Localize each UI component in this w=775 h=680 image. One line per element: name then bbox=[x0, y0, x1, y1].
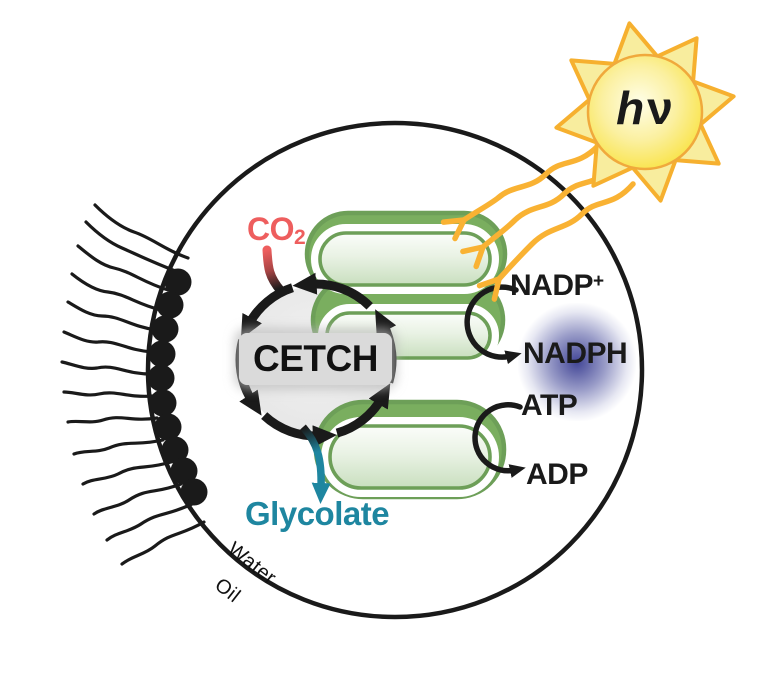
glycolate-output-arrow bbox=[300, 424, 331, 504]
nadph-label: NADPH bbox=[523, 337, 628, 370]
thylakoid-bottom bbox=[313, 399, 507, 500]
nadp-superscript: + bbox=[593, 271, 605, 292]
sun-icon bbox=[554, 21, 736, 203]
atp-label: ATP bbox=[521, 389, 578, 422]
nadp-label: NADP+ bbox=[510, 271, 604, 301]
adp-label: ADP bbox=[526, 458, 588, 491]
co2-base: CO bbox=[247, 211, 295, 247]
glycolate-label: Glycolate bbox=[245, 495, 390, 532]
nadph-glow bbox=[518, 303, 636, 421]
cetch-label: CETCH bbox=[239, 333, 392, 385]
surfactant-heads bbox=[147, 268, 208, 506]
nadp-base: NADP bbox=[510, 269, 594, 302]
light-rays bbox=[440, 143, 636, 302]
surfactant-layer bbox=[60, 203, 208, 566]
photon-energy-label: hν bbox=[595, 85, 695, 131]
co2-label: CO2 bbox=[247, 213, 306, 248]
co2-input-arrow bbox=[262, 245, 286, 296]
photon-h: h bbox=[616, 82, 646, 134]
co2-subscript: 2 bbox=[294, 226, 306, 249]
photon-nu: ν bbox=[647, 82, 674, 134]
atp-to-adp-arrow bbox=[472, 402, 526, 478]
